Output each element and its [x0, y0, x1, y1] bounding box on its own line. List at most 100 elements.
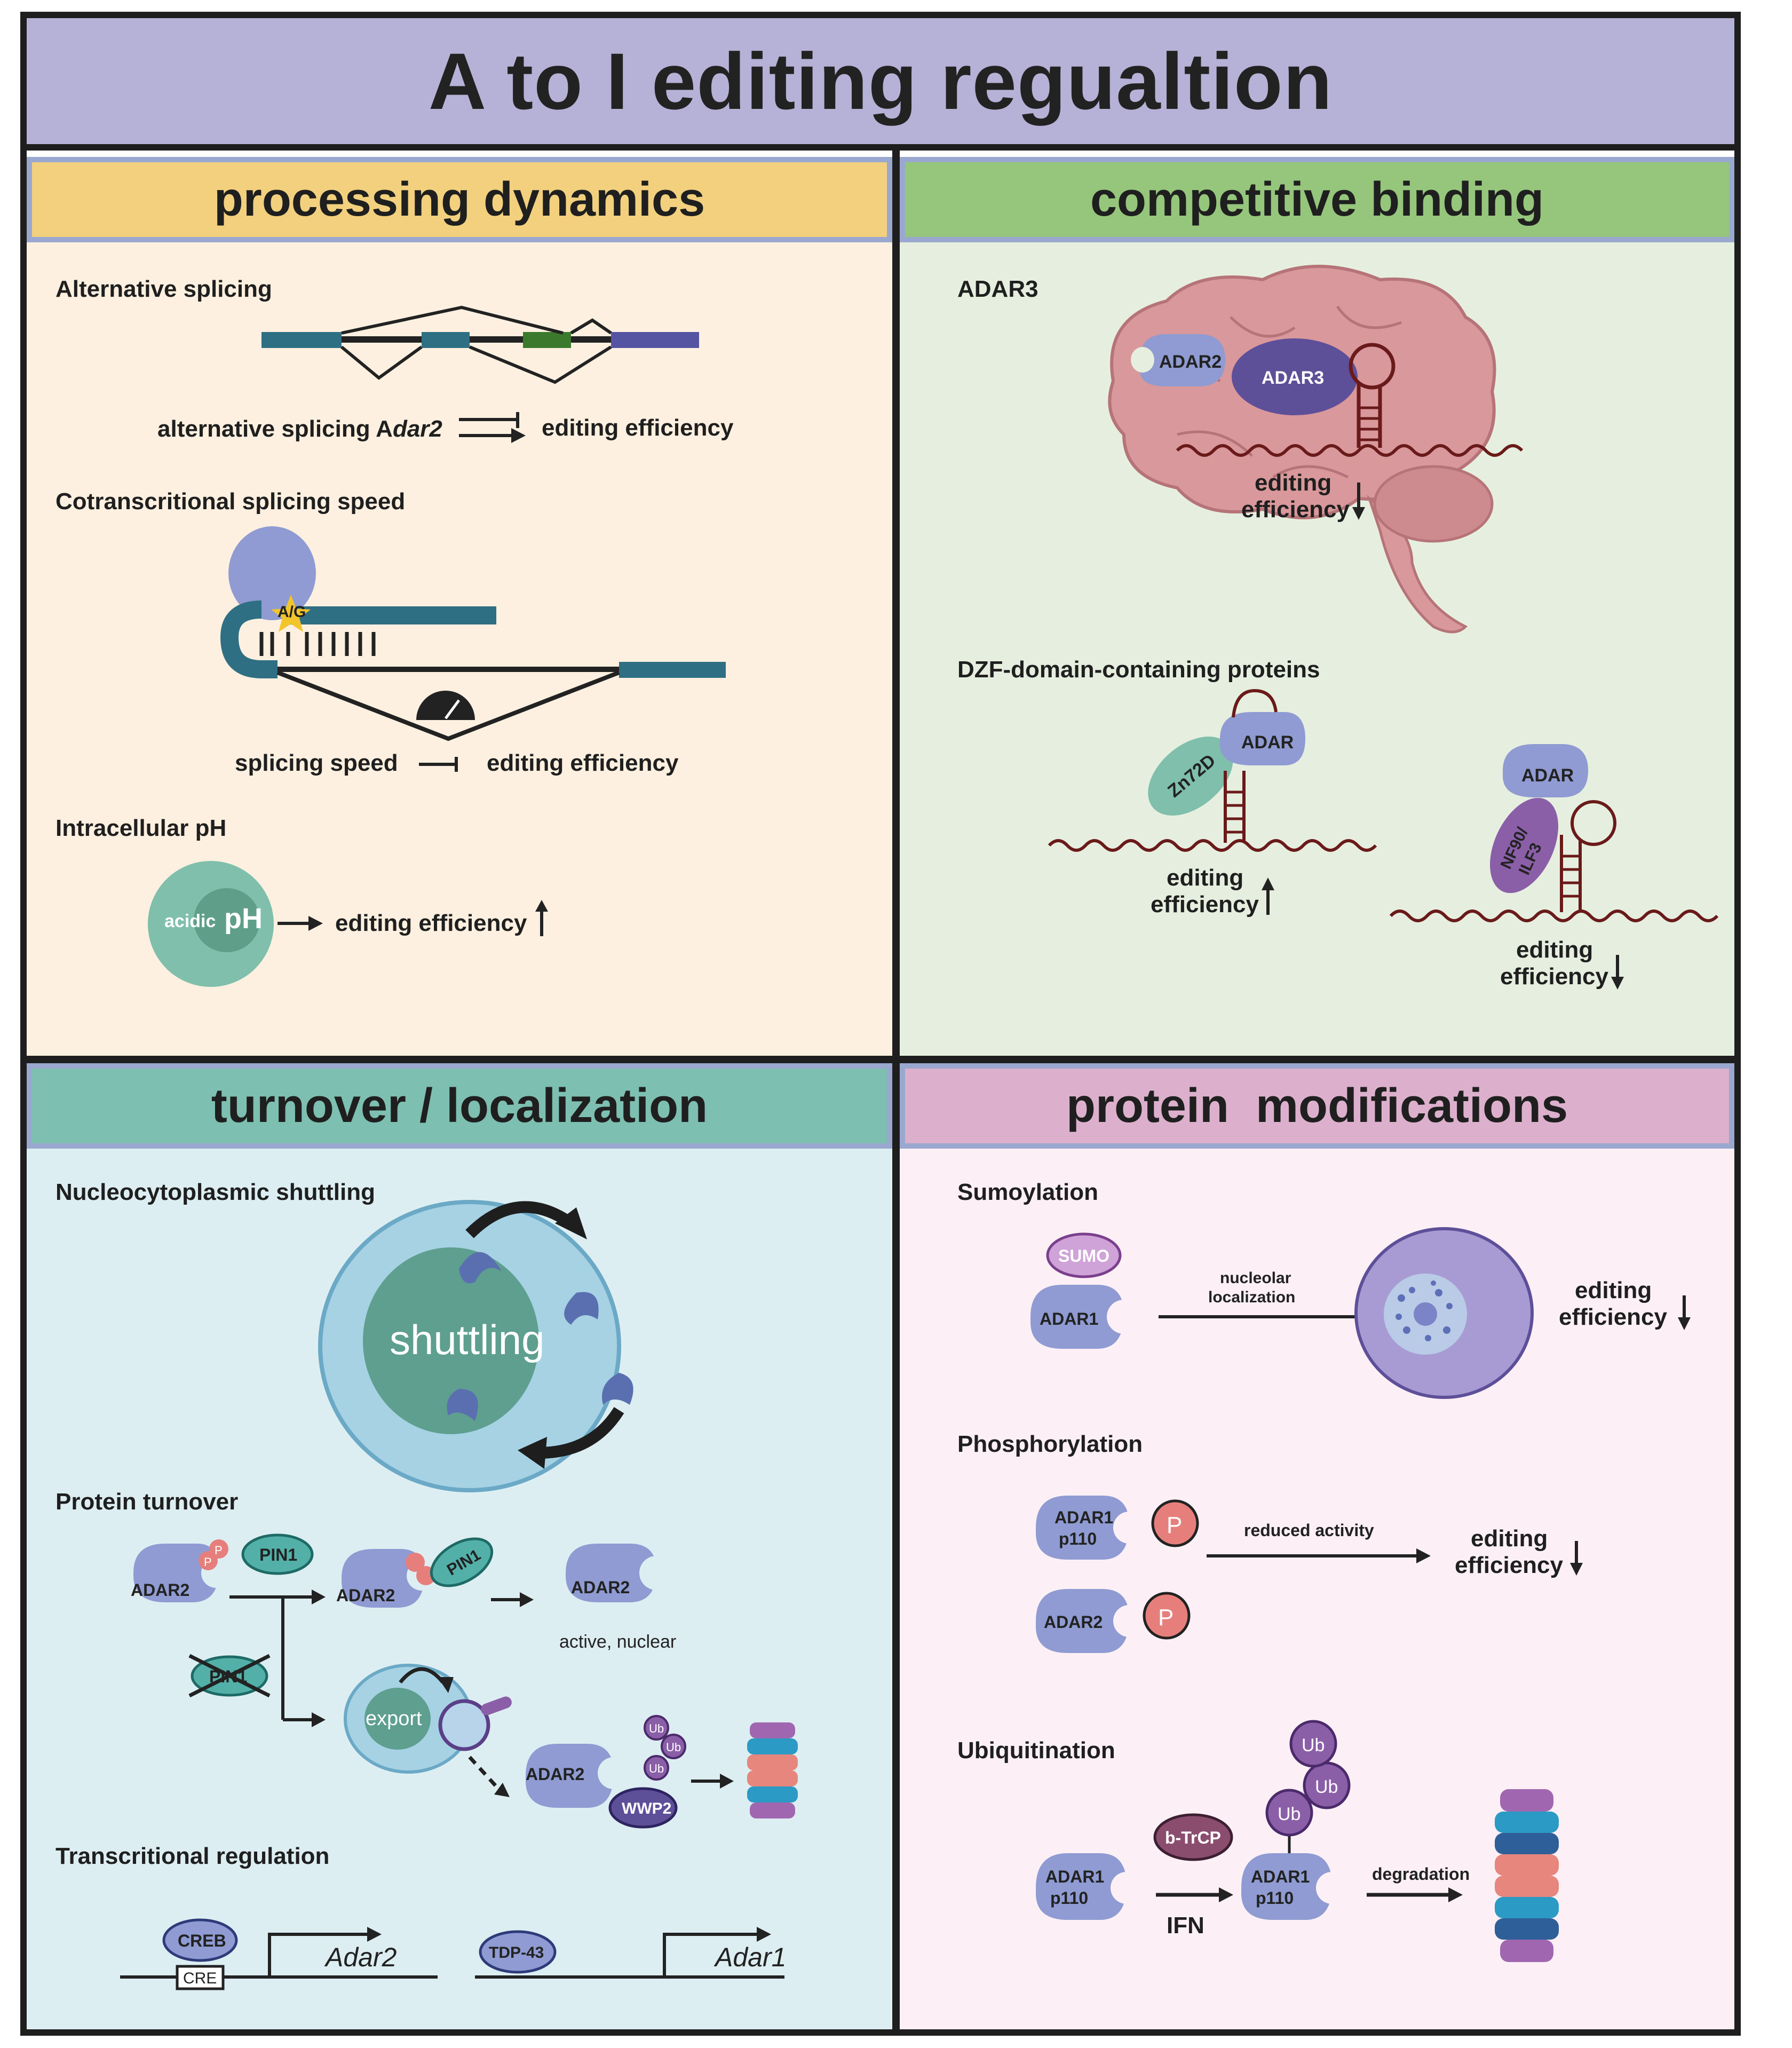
brain-down-arrow	[1352, 483, 1365, 520]
phos-arrow	[1207, 1548, 1431, 1563]
panel-processing-dynamics: processing dynamics Alternative splicing…	[27, 157, 892, 1056]
ph-title: Intracellular pH	[55, 815, 226, 841]
sumo-adar1-label: ADAR1	[1040, 1309, 1098, 1329]
turnover-arrow-2	[491, 1592, 534, 1607]
turnover-header-text: turnover / localization	[211, 1079, 708, 1133]
sumo-arrow	[1159, 1309, 1383, 1324]
transcr-title: Transcritional regulation	[55, 1843, 329, 1869]
active-nuclear-label: active, nuclear	[559, 1632, 676, 1652]
modifications-diagram: Sumoylation SUMO ADAR1 nucleolar localiz…	[957, 1179, 1691, 1962]
phos-editing-line1: editing	[1471, 1525, 1548, 1552]
speed-left-label: splicing speed	[235, 750, 398, 776]
nucleolus-cell	[1354, 1227, 1534, 1399]
phos-p2: P	[1158, 1604, 1173, 1631]
alt-splicing-right-label: editing efficiency	[542, 415, 734, 441]
adar2-label: ADAR2	[1159, 352, 1222, 372]
degradation-arrow	[1367, 1887, 1463, 1902]
wwp2-label: WWP2	[622, 1800, 671, 1817]
turnover-adar2-c-label: ADAR2	[571, 1578, 630, 1597]
cre-label: CRE	[183, 1970, 217, 1987]
dzf-title: DZF-domain-containing proteins	[957, 657, 1320, 683]
transcr-adar1: TDP-43 Adar1	[475, 1927, 786, 1979]
adar1-gene-label: Adar1	[713, 1942, 786, 1972]
adar-label-b: ADAR	[1521, 765, 1574, 786]
proteasome-icon-large	[1495, 1789, 1559, 1962]
competitive-diagram: ADAR3 ADAR2 ADAR3 editing effic	[957, 265, 1719, 990]
brain-editing-line1: editing	[1255, 470, 1331, 496]
svg-text:Ub: Ub	[649, 1722, 664, 1735]
pin1-a-label: PIN1	[259, 1545, 297, 1564]
ag-label: A/G	[277, 603, 306, 621]
ph-cell: acidic pH	[148, 861, 274, 987]
ph-big-label: pH	[224, 903, 263, 935]
ubiq-title: Ubiquitination	[957, 1737, 1115, 1764]
ph-small-label: acidic	[164, 911, 216, 931]
svg-text:Ub: Ub	[1315, 1777, 1338, 1797]
phos-adar1-line1: ADAR1	[1054, 1508, 1113, 1527]
dzf-up-arrow	[1262, 877, 1274, 915]
alt-splicing-left-label: alternative splicing Adar2	[157, 416, 442, 442]
vertical-divider	[892, 151, 900, 2029]
speedometer-icon	[416, 691, 475, 720]
ubiq-adar1-a-line1: ADAR1	[1045, 1867, 1104, 1886]
alt-splicing-title: Alternative splicing	[55, 276, 272, 302]
figure-title-bar: A to I editing regualtion	[27, 18, 1734, 151]
transcr-adar2: CREB CRE Adar2	[120, 1918, 438, 1990]
turnover-header: turnover / localization	[27, 1063, 892, 1149]
competitive-header-text: competitive binding	[1090, 172, 1544, 226]
phos-adar1: ADAR1 p110 P	[1036, 1496, 1199, 1560]
phos-adar1-line2: p110	[1059, 1529, 1097, 1548]
export-cell: export	[344, 1664, 512, 1797]
phos-editing-line2: efficiency	[1455, 1552, 1564, 1578]
sumo-label: SUMO	[1058, 1246, 1109, 1266]
processing-diagram: Alternative splicing alternative splicin…	[55, 276, 734, 987]
turnover-adar2-c: ADAR2	[566, 1544, 673, 1602]
export-label: export	[366, 1707, 422, 1730]
dzf-down-arrow	[1611, 955, 1624, 990]
ph-right-label: editing efficiency	[335, 910, 527, 936]
proteasome-icon-small	[747, 1722, 798, 1818]
modifications-header: protein modifications	[900, 1063, 1734, 1149]
shuttling-title: Nucleocytoplasmic shuttling	[55, 1179, 375, 1205]
shuttling-cell: shuttling	[318, 1200, 633, 1492]
svg-text:Ub: Ub	[1302, 1735, 1325, 1756]
tdp43-label: TDP-43	[489, 1944, 544, 1962]
turnover-adar2-a: ADAR2 P P	[131, 1539, 231, 1602]
svg-text:P: P	[215, 1544, 223, 1557]
ubiq-adar1-b: ADAR1 p110 Ub Ub Ub	[1241, 1720, 1351, 1920]
dzf-editing-b2: efficiency	[1500, 963, 1609, 990]
sumo-down-arrow	[1678, 1295, 1691, 1330]
competitive-header: competitive binding	[900, 157, 1734, 242]
phos-down-arrow	[1570, 1541, 1583, 1576]
btrcp-label: b-TrCP	[1165, 1828, 1221, 1847]
dzf-editing-b1: editing	[1516, 937, 1593, 963]
pin1-crossed: PIN1	[188, 1654, 271, 1698]
turnover-adar2-d-label: ADAR2	[526, 1765, 584, 1784]
cotrans-diagram: A/G	[220, 526, 726, 741]
sumo-adar1: SUMO ADAR1	[1030, 1232, 1141, 1349]
adar2-gene-label: Adar2	[324, 1942, 397, 1972]
phos-title: Phosphorylation	[957, 1431, 1143, 1457]
sumo-editing-line2: efficiency	[1559, 1304, 1668, 1330]
svg-text:Ub: Ub	[666, 1741, 681, 1754]
ubiq-adar1-a: ADAR1 p110	[1036, 1853, 1143, 1920]
panel-competitive-binding: competitive binding ADAR3 ADAR2 ADAR3	[900, 157, 1734, 1056]
turnover-arrow-proteasome	[691, 1774, 734, 1789]
creb-label: CREB	[178, 1931, 226, 1950]
splicing-exons	[261, 305, 699, 384]
brain-editing-line2: efficiency	[1241, 496, 1350, 523]
turnover-diagram: Nucleocytoplasmic shuttling shuttling Pr…	[55, 1179, 798, 1990]
ph-arrow	[277, 916, 323, 931]
turnover-adar2-a-label: ADAR2	[131, 1580, 189, 1600]
dzf-editing-a1: editing	[1167, 865, 1243, 891]
adar-label-a: ADAR	[1241, 732, 1294, 753]
adar2-protein: ADAR2	[1131, 334, 1225, 386]
zn72d-complex: Zn72D ADAR	[1048, 689, 1377, 852]
phos-p1: P	[1167, 1512, 1182, 1538]
turnover-adar2-b-label: ADAR2	[336, 1586, 395, 1605]
ifn-label: IFN	[1167, 1912, 1204, 1939]
sumo-title: Sumoylation	[957, 1179, 1098, 1205]
nf90-complex: ADAR NF90/ ILF3	[1389, 744, 1719, 922]
sumo-editing-line1: editing	[1575, 1277, 1652, 1303]
shuttling-label: shuttling	[390, 1316, 545, 1363]
